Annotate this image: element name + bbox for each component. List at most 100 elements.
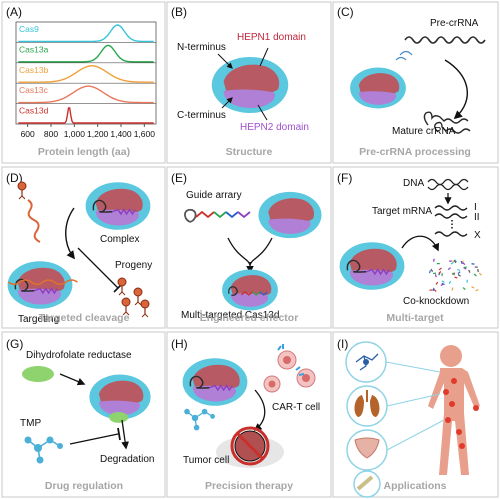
row-label-cas13d: Cas13d xyxy=(19,106,49,116)
rna-fragment xyxy=(447,267,451,271)
viral-rna xyxy=(27,199,41,243)
cas13d-protein xyxy=(258,191,322,239)
cas13d-dhfr-fusion xyxy=(89,374,151,423)
rna-fragment xyxy=(457,268,461,272)
car-t-cells xyxy=(263,344,316,393)
panel-h: (H) CAR-T cell Tumor cell Precision ther… xyxy=(171,337,320,492)
complex-label: Complex xyxy=(100,234,139,245)
panel-a-caption: Protein length (aa) xyxy=(38,146,130,158)
row-label-cas13c: Cas13c xyxy=(19,85,49,95)
panel-c-letter: (C) xyxy=(337,5,354,19)
pre-crrna-strand xyxy=(404,36,486,44)
panel-g-frame xyxy=(1,331,166,498)
panel-b: (B) N-terminus C-terminus HEPN1 domain H… xyxy=(171,5,309,158)
inhibition-line xyxy=(77,247,119,289)
cas13d-complex xyxy=(339,242,405,290)
x-tick-label: 1,600 xyxy=(134,129,156,139)
hepn2-label: HEPN2 domain xyxy=(240,122,309,133)
rna-fragment xyxy=(450,261,454,265)
panel-d-caption: Targeted cleavage xyxy=(39,312,130,324)
progeny-virus-4 xyxy=(140,299,150,318)
rna-fragment xyxy=(457,271,461,275)
panel-d: (D) Complex Targeting Progeny Targeted c… xyxy=(6,171,152,325)
rna-fragment xyxy=(435,281,439,285)
panel-c-frame xyxy=(332,1,499,164)
panel-h-letter: (H) xyxy=(171,337,188,351)
panel-c: (C) Pre-crRNA Mature crRNA Pre-crRNA pro… xyxy=(337,5,486,158)
virus-icon xyxy=(17,181,27,200)
row-label-cas13a: Cas13a xyxy=(19,44,49,54)
multi-targeted-complex xyxy=(222,269,278,311)
ridge-curve-cas13d xyxy=(18,107,154,124)
panel-b-letter: (B) xyxy=(171,5,187,19)
rna-fragment xyxy=(462,262,466,266)
tmp-molecule-icon xyxy=(23,435,64,465)
row-label-cas9: Cas9 xyxy=(19,24,39,34)
panel-f-letter: (F) xyxy=(337,171,352,185)
roman-x: X xyxy=(474,230,481,241)
rna-fragment xyxy=(434,274,437,278)
x-tick-label: 1,400 xyxy=(110,129,132,139)
panel-d-frame xyxy=(1,166,166,329)
panel-i-letter: (I) xyxy=(337,337,348,351)
roman-i: I xyxy=(474,202,477,213)
n-terminus-label: N-terminus xyxy=(177,42,226,53)
application-icons xyxy=(345,341,388,498)
roman-ii: II xyxy=(474,212,480,223)
complex-protein xyxy=(85,182,151,230)
rna-fragment xyxy=(471,286,475,289)
rna-fragment xyxy=(457,274,461,277)
processing-arrow xyxy=(444,59,469,120)
rna-fragment xyxy=(454,276,458,279)
panel-f-caption: Multi-target xyxy=(386,312,444,324)
panel-g-caption: Drug regulation xyxy=(45,480,123,492)
guide-array-label: Guide arrary xyxy=(186,190,242,201)
panel-c-caption: Pre-crRNA processing xyxy=(359,146,471,158)
c-terminus-label: C-terminus xyxy=(177,110,226,121)
panel-d-letter: (D) xyxy=(6,171,23,185)
co-knockdown-label: Co-knockdown xyxy=(403,296,469,307)
knockdown-arrow xyxy=(401,235,440,252)
cas13d-structure xyxy=(211,56,289,114)
targeting-label: Targeting xyxy=(18,314,59,325)
rna-fragment xyxy=(477,268,479,273)
rna-fragment xyxy=(451,287,454,291)
dna-label: DNA xyxy=(403,178,424,189)
hepn1-label: HEPN1 domain xyxy=(237,32,306,43)
panel-g-letter: (G) xyxy=(6,337,23,351)
mature-crrna-2 xyxy=(434,121,471,134)
panel-h-frame xyxy=(166,331,332,498)
x-tick-label: 800 xyxy=(44,129,58,139)
ridge-curve-cas9 xyxy=(18,24,154,43)
rna-fragment xyxy=(432,287,435,291)
plot-frame xyxy=(15,21,157,125)
cas13d-complex xyxy=(182,358,248,406)
rna-fragment xyxy=(433,289,437,292)
rna-fragment xyxy=(438,267,442,271)
rna-fragment xyxy=(441,280,445,283)
car-t-label: CAR-T cell xyxy=(272,402,320,413)
cas13d-protein xyxy=(350,67,406,109)
panel-g: (G) Dihydrofolate reductase TMP Degradat… xyxy=(6,337,154,492)
guide-array xyxy=(184,208,251,223)
rna-fragment xyxy=(440,283,444,286)
tumor-cell-label: Tumor cell xyxy=(183,455,229,466)
degradation-label: Degradation xyxy=(100,454,154,465)
panel-e-frame xyxy=(166,166,332,329)
rna-fragment xyxy=(430,268,434,272)
panel-h-caption: Precision therapy xyxy=(205,480,293,492)
rna-fragment xyxy=(453,259,457,264)
panel-e: (E) Guide arrary Multi-targeted Cas13d E… xyxy=(171,171,322,324)
pre-crrna-label: Pre-crRNA xyxy=(430,18,479,29)
dhfr-label: Dihydrofolate reductase xyxy=(26,350,132,361)
dhfr-shape xyxy=(22,366,54,382)
drug-molecule-icon xyxy=(183,408,216,432)
panel-f-frame xyxy=(332,166,499,329)
ridge-curve-cas13c xyxy=(18,85,154,104)
panel-e-letter: (E) xyxy=(171,171,187,185)
rna-fragment xyxy=(429,270,431,274)
panel-b-caption: Structure xyxy=(226,146,273,158)
